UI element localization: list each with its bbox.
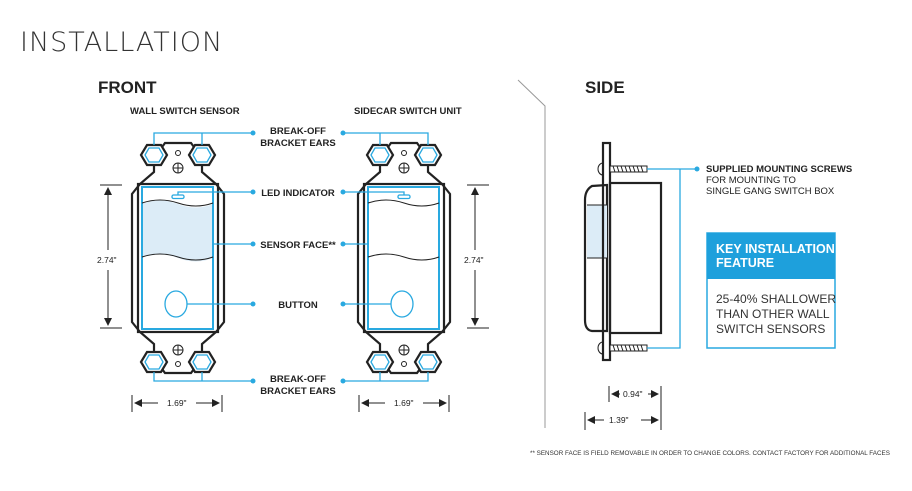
sidecar-height-dim: 2.74": [464, 255, 484, 265]
callout-button: BUTTON: [278, 300, 318, 311]
screws-title: SUPPLIED MOUNTING SCREWS: [706, 164, 852, 175]
key-feature-header-2: FEATURE: [716, 256, 774, 270]
section-divider: [517, 79, 546, 428]
side-heading: SIDE: [585, 78, 625, 97]
callout-bracket-top-1: BREAK-OFF: [270, 126, 326, 137]
callout-bracket-bottom-1: BREAK-OFF: [270, 374, 326, 385]
callout-led-indicator: LED INDICATOR: [261, 188, 335, 199]
sidecar-width-dim: 1.69": [394, 398, 414, 408]
side-depth-dim: 0.94": [623, 389, 643, 399]
sidecar-switch-unit-drawing: [356, 141, 452, 375]
wall-switch-sensor-drawing: [130, 141, 226, 375]
sidecar-switch-unit-label: SIDECAR SWITCH UNIT: [354, 106, 462, 117]
callout-lines: [153, 132, 429, 382]
side-total-depth-dim: 1.39": [609, 415, 629, 425]
front-heading: FRONT: [98, 78, 157, 97]
screws-callout-dot: [694, 166, 700, 172]
key-installation-feature-box: KEY INSTALLATION FEATURE 25-40% SHALLOWE…: [706, 232, 836, 349]
wall-sensor-height-dim: 2.74": [97, 255, 117, 265]
callout-dots: [250, 130, 346, 384]
side-dimension-lines: [584, 386, 662, 430]
screws-line-1: FOR MOUNTING TO: [706, 175, 796, 186]
key-feature-header-1: KEY INSTALLATION: [716, 242, 835, 256]
key-feature-body-3: SWITCH SENSORS: [716, 322, 825, 336]
footnote: ** SENSOR FACE IS FIELD REMOVABLE IN ORD…: [530, 450, 890, 457]
screws-line-2: SINGLE GANG SWITCH BOX: [706, 186, 835, 197]
callout-bracket-top-2: BRACKET EARS: [260, 138, 335, 149]
callout-bracket-bottom-2: BRACKET EARS: [260, 386, 335, 397]
callout-sensor-face: SENSOR FACE**: [260, 240, 336, 251]
side-view-drawing: [583, 141, 663, 362]
key-feature-body-2: THAN OTHER WALL: [716, 307, 830, 321]
screws-callout-line: [647, 168, 697, 349]
wall-switch-sensor-label: WALL SWITCH SENSOR: [130, 106, 240, 117]
page-title: INSTALLATION: [20, 27, 223, 58]
key-feature-body-1: 25-40% SHALLOWER: [716, 292, 836, 306]
wall-sensor-width-dim: 1.69": [167, 398, 187, 408]
front-dimension-lines: [100, 185, 489, 412]
